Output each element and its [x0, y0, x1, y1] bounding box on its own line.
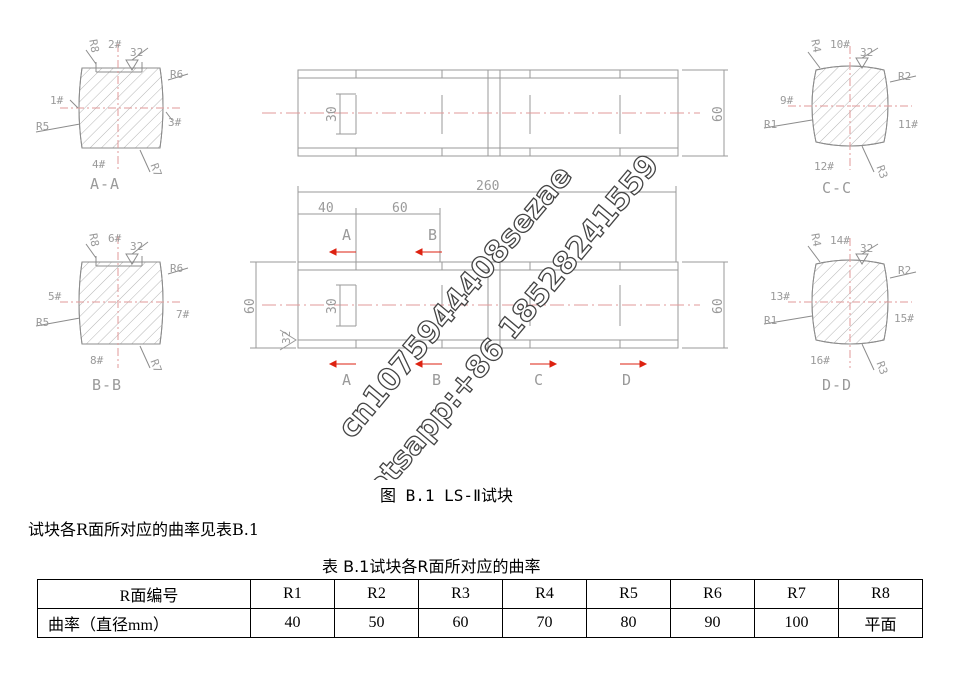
- aa-radius-left: R5: [36, 120, 49, 133]
- table-cell: 100: [754, 608, 839, 638]
- aa-point-top: 2#: [108, 38, 122, 51]
- section-label-d-d: D-D: [822, 376, 852, 394]
- header-cell: R2: [334, 579, 419, 609]
- section-a-a: [35, 44, 189, 173]
- table-title: 表 B.1试块各R面所对应的曲率: [322, 557, 541, 576]
- cc-radius-top: R4: [808, 38, 823, 54]
- aa-point-left: 1#: [50, 94, 64, 107]
- cc-point-bottom: 12#: [814, 160, 834, 173]
- header-cell: R1: [250, 579, 335, 609]
- table-cell: 60: [418, 608, 503, 638]
- table-cell: 40: [250, 608, 335, 638]
- header-cell: R8: [838, 579, 923, 609]
- table-cell: 平面: [838, 608, 923, 638]
- cc-radius-right: R2: [898, 70, 911, 83]
- cc-point-top: 10#: [830, 38, 850, 51]
- cc-point-left: 9#: [780, 94, 794, 107]
- dd-roughness: 32: [860, 242, 873, 255]
- header-cell: R5: [586, 579, 671, 609]
- front-height-dim-left: 60: [243, 298, 258, 314]
- cc-radius-left: R1: [764, 118, 777, 131]
- aa-radius-right: R6: [170, 68, 183, 81]
- bb-radius-top: R8: [86, 232, 101, 247]
- bb-point-top: 6#: [108, 232, 122, 245]
- dd-point-top: 14#: [830, 234, 850, 247]
- section-c-c: [763, 46, 917, 173]
- bb-point-bottom: 8#: [90, 354, 104, 367]
- cut-markers: [328, 248, 648, 368]
- aa-point-right: 3#: [168, 116, 182, 129]
- top-height-dim: 60: [711, 106, 726, 122]
- header-cell: R6: [670, 579, 755, 609]
- front-view: [250, 186, 728, 351]
- header-cell: R7: [754, 579, 839, 609]
- dd-point-bottom: 16#: [810, 354, 830, 367]
- section-label-c-c: C-C: [822, 179, 852, 197]
- front-roughness: 32: [280, 331, 293, 344]
- cut-label-c: C: [534, 371, 543, 389]
- first-length-dim: 40: [318, 201, 334, 216]
- bb-point-right: 7#: [176, 308, 190, 321]
- section-label-a-a: A-A: [90, 175, 120, 193]
- ls-ii-test-block-drawing: R8 2# 32 R6 1# 3# R5 4# R7 A-A R8 6# 32 …: [35, 38, 918, 480]
- row-label-cell: 曲率（直径mm）: [37, 608, 251, 638]
- aa-radius-bottom: R7: [148, 161, 165, 178]
- header-cell: R4: [502, 579, 587, 609]
- section-label-b-b: B-B: [92, 376, 122, 394]
- table-header-row: R面编号 R1 R2 R3 R4 R5 R6 R7 R8: [37, 579, 923, 609]
- overall-length-dim: 260: [476, 179, 499, 194]
- aa-point-bottom: 4#: [92, 158, 106, 171]
- cut-label-d: D: [622, 371, 631, 389]
- cut-label-a: A: [342, 371, 351, 389]
- bb-radius-right: R6: [170, 262, 183, 275]
- bb-roughness: 32: [130, 240, 143, 253]
- curvature-table: R面编号 R1 R2 R3 R4 R5 R6 R7 R8 曲率（直径mm） 40…: [37, 579, 923, 638]
- dd-radius-left: R1: [764, 314, 777, 327]
- bb-radius-left: R5: [36, 316, 49, 329]
- section-b-b: [35, 236, 189, 369]
- cut-label-a-top: A: [342, 226, 351, 244]
- intro-text: 试块各R面所对应的曲率见表B.1: [28, 520, 260, 539]
- table-cell: 50: [334, 608, 419, 638]
- dd-radius-bottom: R3: [874, 359, 891, 376]
- table-cell: 90: [670, 608, 755, 638]
- top-view: [262, 69, 728, 157]
- cc-roughness: 32: [860, 46, 873, 59]
- section-d-d: [763, 238, 917, 371]
- aa-roughness: 32: [130, 46, 143, 59]
- cc-point-right: 11#: [898, 118, 918, 131]
- top-slot-dim: 30: [325, 106, 340, 122]
- table-row: 曲率（直径mm） 40 50 60 70 80 90 100 平面: [37, 608, 923, 638]
- front-height-dim-right: 60: [711, 298, 726, 314]
- cc-radius-bottom: R3: [874, 163, 891, 180]
- second-length-dim: 60: [392, 201, 408, 216]
- dd-radius-top: R4: [808, 232, 823, 248]
- front-slot-dim: 30: [325, 298, 340, 314]
- dd-radius-right: R2: [898, 264, 911, 277]
- bb-point-left: 5#: [48, 290, 62, 303]
- cut-label-b: B: [432, 371, 441, 389]
- bb-radius-bottom: R7: [148, 357, 165, 374]
- header-cell: R面编号: [37, 579, 251, 609]
- watermark-phone: Whatsapp:+86 18528241559: [325, 148, 666, 480]
- header-cell: R3: [418, 579, 503, 609]
- table-cell: 70: [502, 608, 587, 638]
- table-cell: 80: [586, 608, 671, 638]
- cut-label-b-top: B: [428, 226, 437, 244]
- dd-point-left: 13#: [770, 290, 790, 303]
- figure-caption: 图 B.1 LS-Ⅱ试块: [380, 486, 513, 505]
- aa-radius-top: R8: [86, 38, 101, 53]
- dd-point-right: 15#: [894, 312, 914, 325]
